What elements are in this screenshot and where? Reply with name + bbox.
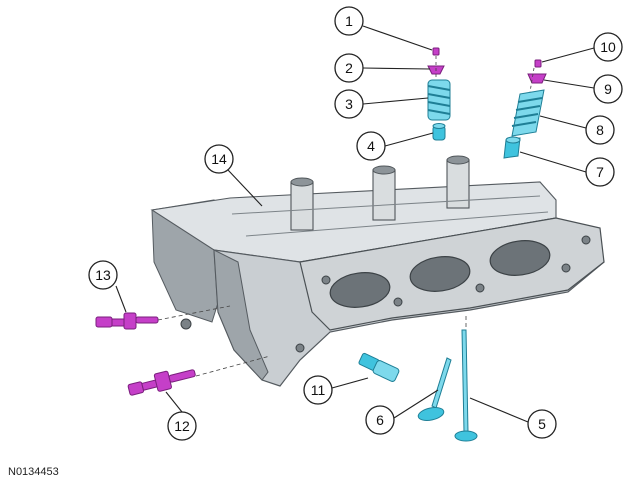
spark-plug-tube-3 xyxy=(446,155,470,209)
callout-6: 6 xyxy=(365,405,395,435)
callout-8: 8 xyxy=(585,115,615,145)
valve-seal-left xyxy=(432,123,446,141)
callout-10: 10 xyxy=(593,32,623,62)
callout-4-label: 4 xyxy=(367,138,375,154)
head-left-face xyxy=(213,249,269,381)
port-3 xyxy=(489,240,551,276)
leader-lines xyxy=(115,25,595,423)
callout-9-label: 9 xyxy=(604,81,612,97)
port-2 xyxy=(409,256,471,292)
flange-hole xyxy=(561,263,571,273)
callout-11: 11 xyxy=(303,375,333,405)
valve-keeper-right xyxy=(534,59,542,68)
callout-6-label: 6 xyxy=(376,412,384,428)
callout-13: 13 xyxy=(88,260,118,290)
valve-retainer-right xyxy=(527,73,547,84)
callout-10-label: 10 xyxy=(600,39,616,55)
valve-intake xyxy=(454,329,478,442)
deck-ridge xyxy=(245,211,549,237)
callout-7-label: 7 xyxy=(596,164,604,180)
port-1 xyxy=(329,272,391,308)
callout-14-label: 14 xyxy=(211,151,227,167)
valve-spring-right xyxy=(511,89,545,137)
bolt-12 xyxy=(127,369,196,396)
spark-plug-tube-1 xyxy=(290,177,314,231)
callout-8-label: 8 xyxy=(596,122,604,138)
valve-spring-left xyxy=(427,79,451,121)
callout-12: 12 xyxy=(167,411,197,441)
callout-12-label: 12 xyxy=(174,418,190,434)
callout-3-label: 3 xyxy=(345,96,353,112)
callout-1: 1 xyxy=(334,6,364,36)
flange-hole xyxy=(321,275,331,285)
callout-9: 9 xyxy=(593,74,623,104)
flange-hole xyxy=(393,297,403,307)
callout-2: 2 xyxy=(334,53,364,83)
flange-hole xyxy=(475,283,485,293)
mount-hole xyxy=(295,343,305,353)
deck-ridge xyxy=(231,195,541,215)
callout-11-label: 11 xyxy=(311,382,326,398)
callout-2-label: 2 xyxy=(345,60,353,76)
valve-seal-right xyxy=(503,136,521,159)
valve-exhaust xyxy=(417,357,452,421)
spark-plug-tube-2 xyxy=(372,165,396,221)
callout-5-label: 5 xyxy=(538,416,546,432)
mount-hole xyxy=(180,318,192,330)
sensor-component xyxy=(358,352,400,382)
valve-keeper-left xyxy=(432,47,440,56)
callout-1-label: 1 xyxy=(345,13,353,29)
callout-4: 4 xyxy=(356,131,386,161)
cylinder-head xyxy=(150,155,605,387)
callout-3: 3 xyxy=(334,89,364,119)
callout-13-label: 13 xyxy=(95,267,111,283)
bolt-13 xyxy=(95,312,159,330)
callout-7: 7 xyxy=(585,157,615,187)
flange-hole xyxy=(581,235,591,245)
figure-id: N0134453 xyxy=(8,466,59,478)
callout-5: 5 xyxy=(527,409,557,439)
callout-14: 14 xyxy=(204,144,234,174)
